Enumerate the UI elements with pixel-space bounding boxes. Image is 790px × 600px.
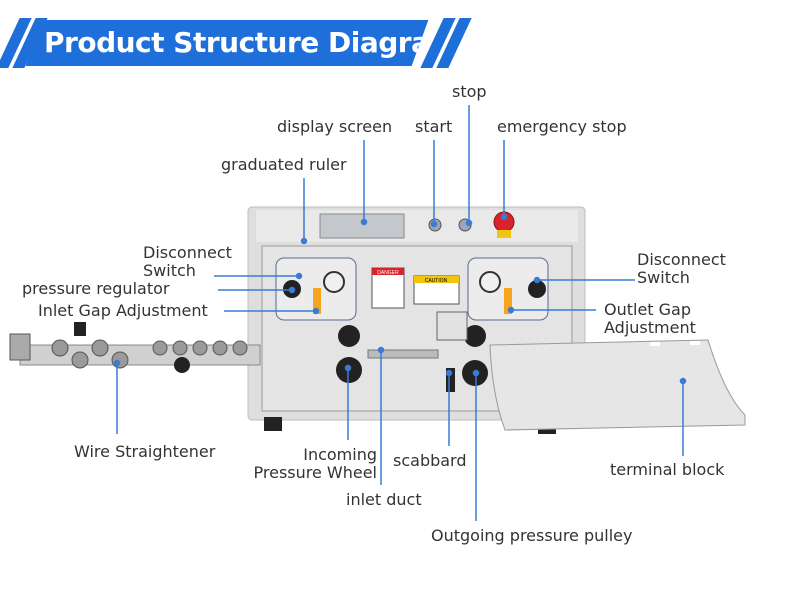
- upper-incoming-wheel: [338, 325, 360, 347]
- page-title: Product Structure Diagram: [44, 26, 459, 59]
- leader-lines: [113, 105, 687, 521]
- machine-top-face: [256, 210, 578, 242]
- title-banner: Product Structure Diagram: [0, 18, 790, 68]
- emergency-stop-base: [497, 230, 511, 238]
- label-terminal-block: terminal block: [610, 460, 725, 479]
- foot-left: [264, 417, 282, 431]
- right-scale: [504, 288, 512, 314]
- danger-text: DANGER: [377, 270, 399, 276]
- display-screen: [319, 213, 405, 239]
- caution-text: CAUTION: [425, 278, 448, 284]
- left-gauge-knob: [323, 271, 345, 293]
- label-incoming-pressure-wheel: Incoming Pressure Wheel: [253, 445, 378, 482]
- upper-outgoing-wheel: [464, 325, 486, 347]
- straightener-clamp: [74, 322, 86, 336]
- inlet-duct: [367, 349, 439, 359]
- label-outlet-gap-adjustment: Outlet Gap Adjustment: [604, 300, 696, 337]
- label-display-screen: display screen: [277, 117, 393, 136]
- label-wire-straightener: Wire Straightener: [74, 442, 216, 461]
- label-disconnect-switch-left: Disconnect Switch: [143, 243, 232, 280]
- left-scale: [313, 288, 321, 314]
- right-disconnect-knob: [528, 280, 546, 298]
- scabbard: [446, 368, 455, 392]
- label-stop: stop: [452, 82, 487, 101]
- label-disconnect-switch-right: Disconnect Switch: [637, 250, 726, 287]
- label-start: start: [415, 117, 453, 136]
- blade-block: [436, 311, 468, 341]
- straightener-end: [9, 333, 31, 361]
- label-graduated-ruler: graduated ruler: [221, 155, 347, 174]
- label-inlet-gap-adjustment: Inlet Gap Adjustment: [38, 301, 208, 320]
- label-emergency-stop: emergency stop: [497, 117, 627, 136]
- label-outgoing-pressure-pulley: Outgoing pressure pulley: [431, 526, 633, 545]
- label-scabbard: scabbard: [393, 451, 467, 470]
- straightener-rollers: [51, 339, 248, 369]
- right-gauge-knob: [479, 271, 501, 293]
- label-inlet-duct: inlet duct: [346, 490, 422, 509]
- straightener-knob: [174, 357, 190, 373]
- terminal-block-tray: [489, 339, 746, 431]
- label-pressure-regulator: pressure regulator: [22, 279, 170, 298]
